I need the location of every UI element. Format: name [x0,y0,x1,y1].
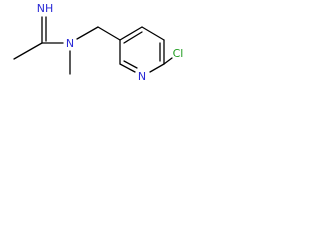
bond-ring-c3-c4 [119,26,143,41]
bonds [13,16,173,75]
bond-ring-chlorine [163,57,173,65]
bond-ring-c4-c5 [141,26,165,41]
bond-methyl-amidine-carbon [13,42,43,60]
bond-ring-n1-c2-double [123,60,138,69]
molecule-structure: NH N N Cl [13,2,184,83]
atom-label-imine-n: NH [37,2,54,15]
bond-methylene-ring [97,26,121,41]
atom-label-pyridine-n: N [138,70,146,83]
bond-ring-n1-c2 [119,63,136,73]
bond-ring-c3-c4-double [123,31,143,44]
atom-label-chlorine: Cl [173,47,184,60]
atom-label-amine-n: N [66,37,74,50]
bond-amine-n-methylene [76,26,99,40]
bond-ring-c6-n1 [149,63,165,73]
